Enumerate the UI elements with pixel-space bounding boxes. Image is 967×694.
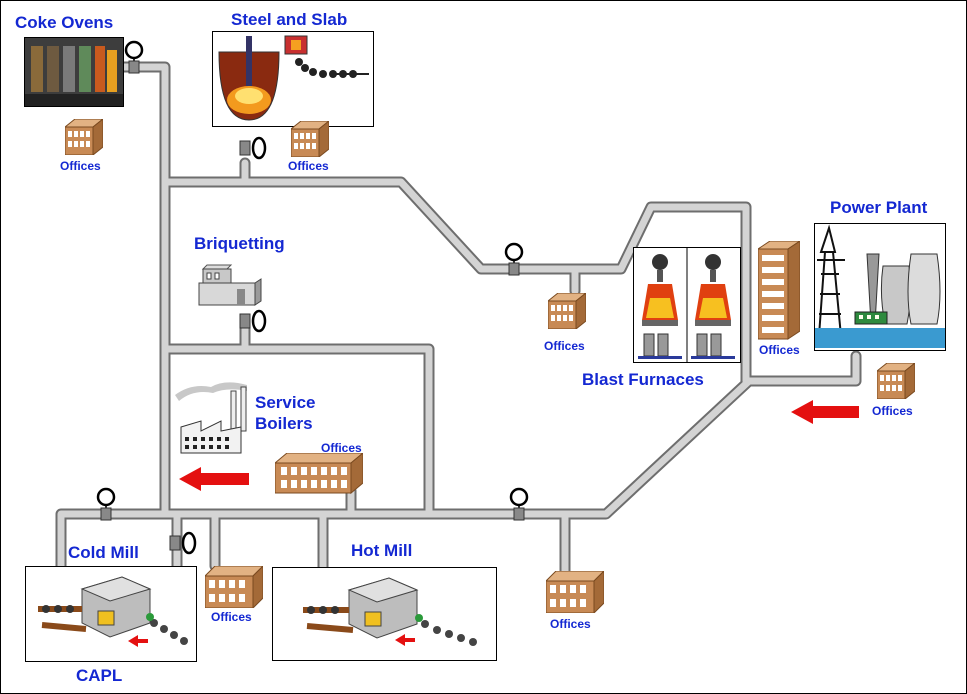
briquetting-factory[interactable] <box>197 259 263 314</box>
steel-and-slab-image[interactable] <box>212 31 374 127</box>
ladle-icon <box>215 34 369 122</box>
mill-machine-icon <box>38 576 188 647</box>
offices-label: Offices <box>288 159 329 173</box>
offices-label: Offices <box>321 441 362 455</box>
blast-furnaces-image[interactable] <box>633 247 741 363</box>
factory-icon <box>198 264 262 306</box>
factory-icon <box>175 382 247 454</box>
offices-label: Offices <box>211 610 252 624</box>
label-hot-mill: Hot Mill <box>351 541 413 560</box>
power-plant-image[interactable] <box>814 223 946 351</box>
office-building-icon[interactable] <box>548 293 586 329</box>
meter-icon[interactable] <box>124 40 144 74</box>
office-building-icon[interactable] <box>65 119 103 155</box>
valve-icon[interactable] <box>239 309 267 333</box>
office-building-icon[interactable] <box>758 241 800 341</box>
office-building-icon[interactable] <box>291 121 329 157</box>
label-coke-ovens: Coke Ovens <box>15 13 114 32</box>
label-power-plant: Power Plant <box>830 198 928 217</box>
offices-label: Offices <box>759 343 800 357</box>
meter-icon[interactable] <box>504 242 524 276</box>
hot-mill-image[interactable] <box>272 567 497 661</box>
office-building-icon[interactable] <box>275 453 363 495</box>
label-service-boilers: Service Boilers <box>255 393 316 433</box>
label-cold-mill: Cold Mill <box>68 543 139 562</box>
office-building-icon[interactable] <box>877 363 915 399</box>
valve-icon[interactable] <box>169 531 197 555</box>
valve-icon[interactable] <box>239 136 267 160</box>
furnace-icon <box>638 248 735 362</box>
office-building-icon[interactable] <box>205 566 263 608</box>
mill-machine-icon <box>303 577 477 646</box>
offices-label: Offices <box>544 339 585 353</box>
meter-icon[interactable] <box>509 487 529 521</box>
label-briquetting: Briquetting <box>194 234 285 253</box>
coke-ovens-image[interactable] <box>24 37 124 107</box>
meter-icon[interactable] <box>96 487 116 521</box>
flow-arrow-icon <box>179 467 249 491</box>
offices-label: Offices <box>60 159 101 173</box>
label-blast-furnaces: Blast Furnaces <box>582 370 704 389</box>
service-boilers-factory[interactable] <box>171 377 253 462</box>
power-plant-icon <box>815 224 945 348</box>
label-steel-and-slab: Steel and Slab <box>231 10 348 29</box>
flow-arrow-icon <box>791 400 859 424</box>
offices-label: Offices <box>550 617 591 631</box>
cold-mill-image[interactable] <box>25 566 197 662</box>
label-capl: CAPL <box>76 666 123 685</box>
coke-oven-icon <box>25 38 123 106</box>
offices-label: Offices <box>872 404 913 418</box>
office-building-icon[interactable] <box>546 571 604 613</box>
